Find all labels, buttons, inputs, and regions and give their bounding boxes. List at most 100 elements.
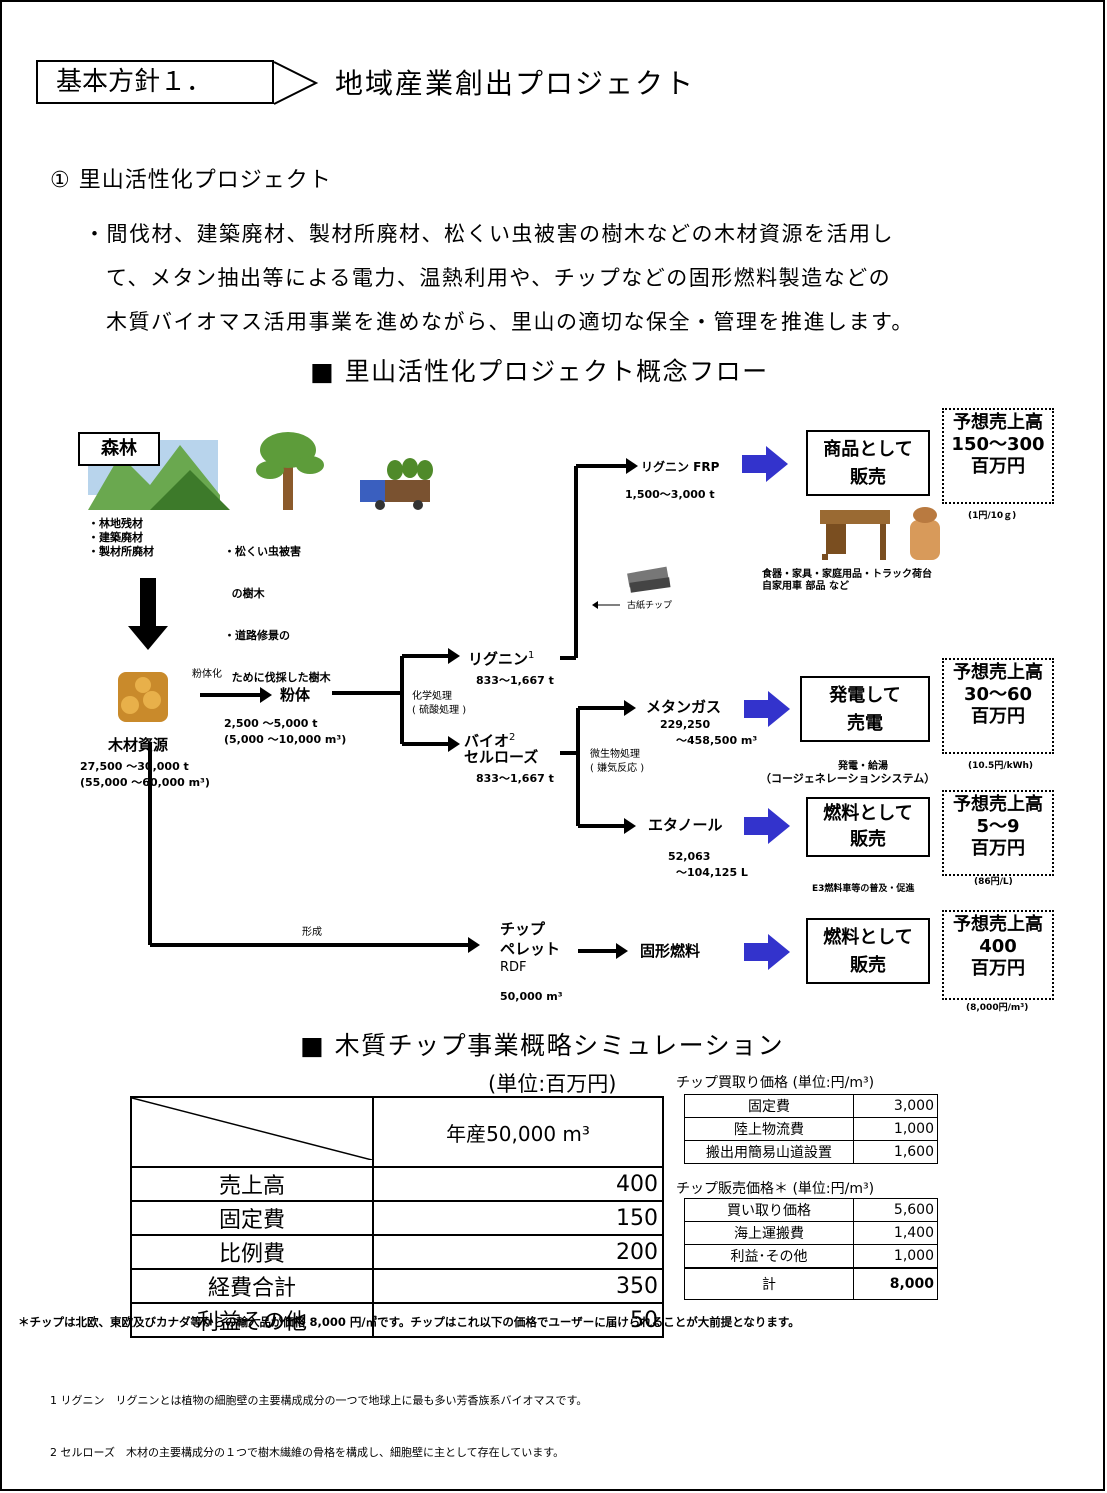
sales-line: 5〜9 [976,816,1020,837]
buy-price-title: チップ買取り価格 (単位:円/m³) [676,1075,875,1091]
sales-line: 百万円 [971,456,1025,477]
tree-item: ・道路修景の [224,629,290,642]
products-label: 食器・家具・家庭用品・トラック荷台 [762,569,932,580]
methane-amount-2: 〜458,500 m³ [676,734,758,747]
forest-item: ・製材所廃材 [88,545,154,558]
box-line: 販売 [850,467,886,488]
column-header: 年産50,000 m³ [372,1096,664,1168]
sales-line: 百万円 [971,958,1025,979]
sell-solid-fuel-box: 燃料として販売 [806,918,930,984]
sales-line: 百万円 [971,838,1025,859]
lignin-label: リグニン1 [468,646,534,669]
blue-arrow-icon [744,808,790,844]
cogen-label-2: （コージェネレーションシステム） [760,772,936,785]
wood-pile-icon [118,672,168,722]
e3-label: E3燃料車等の普及・促進 [812,884,915,894]
row-value: 1,000 [853,1117,938,1141]
flow-title: ■ 里山活性化プロジェクト概念フロー [310,357,769,386]
sales-note-3: (86円/L) [974,877,1013,887]
policy-label: 基本方針１． [36,60,274,104]
cogen-label: 発電・給湯 [838,761,888,772]
sales-line: 百万円 [971,706,1025,727]
tree-item: ために伐採した樹木 [224,671,331,684]
sales-note-2: (10.5円/kWh) [968,761,1034,771]
box-line: 販売 [850,955,886,976]
ethanol-label: エタノール [648,816,723,834]
asterisk-note: ＊チップは北欧、東欧及びカナダ等からの輸入品が価格 8,000 円/㎥です。チッ… [18,1315,800,1329]
wood-resource-label: 木材資源 [108,736,169,754]
row-label: 利益その他 [130,1302,374,1338]
footnote-ref: 2 [509,732,516,743]
section-description: ・間伐材、建築廃材、製材所廃材、松くい虫被害の樹木などの木材資源を活用し て、メ… [84,212,1094,344]
footnote-2: 2 セルローズ 木材の主要構成分の１つで樹木繊維の骨格を構成し、細胞壁に主として… [50,1446,565,1459]
chip-amount: 50,000 m³ [500,990,563,1003]
section-title: ① 里山活性化プロジェクト [50,168,332,193]
project-title: 地域産業創出プロジェクト [335,67,696,100]
sales-line: 予想売上高 [953,412,1043,433]
row-label: 買い取り価格 [684,1198,854,1222]
blue-arrow-icon [744,691,790,727]
bio-label: バイオ2 [464,728,515,751]
forest-items: ・林地残材 ・建築廃材 ・製材所廃材 [88,517,154,559]
powder-label: 粉体 [280,686,311,704]
row-value: 200 [372,1234,664,1270]
row-value: 5,600 [853,1198,938,1222]
sales-line: 30〜60 [963,684,1033,705]
wood-amount-t: 27,500 〜30,000 t [80,760,189,773]
simulation-title: ■ 木質チップ事業概略シミュレーション [300,1031,785,1060]
blue-arrow-icon [744,934,790,970]
blue-arrow-icon [742,446,788,482]
row-label: 固定費 [684,1094,854,1118]
total-value: 8,000 [853,1267,938,1300]
methane-label: メタンガス [646,698,722,716]
row-value: 1,000 [853,1244,938,1269]
cellulose-amount: 833〜1,667 t [476,772,554,785]
row-label: 固定費 [130,1200,374,1236]
frp-amount: 1,500〜3,000 t [625,488,715,501]
rdf-label: RDF [500,960,527,975]
solid-fuel-label: 固形燃料 [640,942,701,960]
tree-item: ・松くい虫被害 [224,545,301,558]
diagonal-cell [130,1096,374,1168]
ethanol-amount-2: 〜104,125 L [676,866,748,879]
box-line: 販売 [850,829,886,850]
sell-price-title: チップ販売価格＊ (単位:円/m³) [676,1181,875,1197]
row-value: 150 [372,1200,664,1236]
box-line: 燃料として [823,927,913,948]
forest-item: ・建築廃材 [88,531,143,544]
powder-amount-t: 2,500 〜5,000 t [224,717,318,730]
chip-label: チップ [500,920,546,938]
row-label: 海上運搬費 [684,1221,854,1245]
lignin-amount: 833〜1,667 t [476,674,554,687]
sell-product-box: 商品として販売 [806,430,930,496]
sales-line: 400 [979,936,1017,957]
description-line: て、メタン抽出等による電力、温熱利用や、チップなどの固形燃料製造などの [106,266,892,290]
wooden-product-illustration [910,507,940,560]
description-line: ・間伐材、建築廃材、製材所廃材、松くい虫被害の樹木などの木材資源を活用し [84,222,894,246]
box-line: 売電 [847,713,883,734]
lignin-text: リグニン [468,650,529,668]
chem-process-sub: ( 硫酸処理 ) [412,705,467,716]
cellulose-label: セルローズ [464,748,539,766]
sales-line: 予想売上高 [953,794,1043,815]
powderize-label: 粉体化 [192,669,222,680]
paper-chip-icon [627,566,671,593]
tree-items: ・松くい虫被害 の樹木 ・道路修景の ために伐採した樹木 [224,517,331,699]
sales-line: 150〜300 [951,434,1045,455]
